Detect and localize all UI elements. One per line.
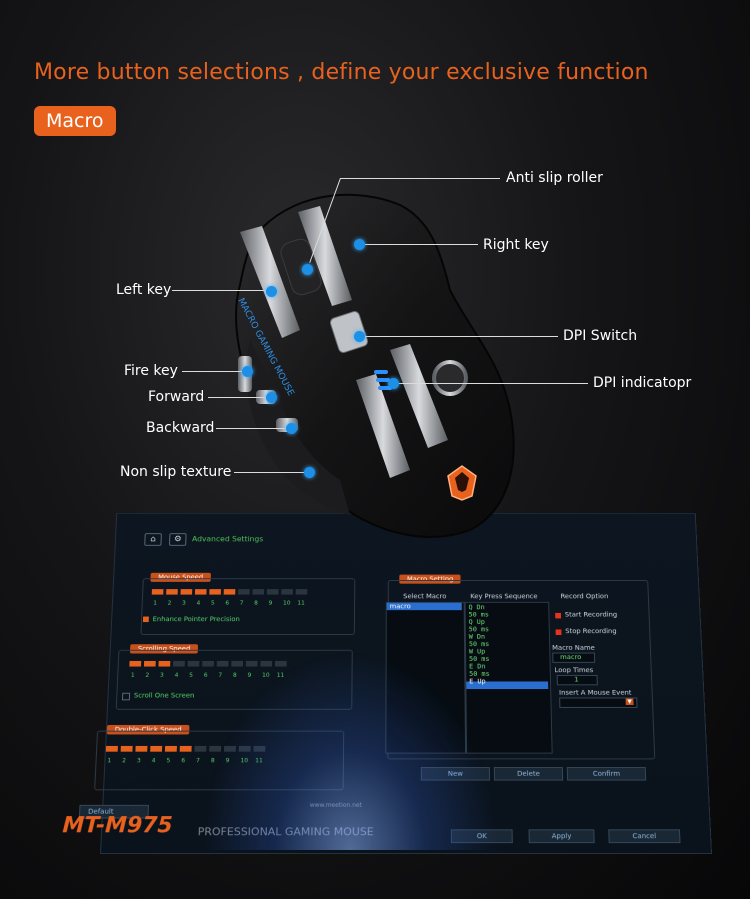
dpi-indicator-label: DPI indicatopr	[593, 375, 692, 391]
left-key-dot	[266, 286, 277, 297]
backward-dot	[286, 423, 297, 434]
non-slip-texture-dot	[304, 467, 315, 478]
dpi-indicator-leader	[398, 383, 588, 384]
dpi-light-1	[374, 370, 388, 374]
dpi-indicator-dot	[388, 378, 399, 389]
rear-roller	[432, 360, 468, 396]
right-key-label: Right key	[483, 237, 549, 253]
fire-key-label: Fire key	[124, 363, 178, 379]
left-rail	[240, 226, 300, 338]
dpi-button	[329, 311, 369, 353]
right-rail	[298, 206, 352, 306]
right-key-dot	[354, 239, 365, 250]
right-key-leader	[364, 244, 478, 245]
left-key-leader	[172, 290, 270, 291]
backward-leader	[216, 428, 290, 429]
dpi-switch-dot	[354, 331, 365, 342]
forward-dot	[266, 392, 277, 403]
anti-slip-roller-dot	[302, 264, 313, 275]
macro-badge: Macro	[34, 106, 116, 136]
rear-rail-left	[356, 374, 410, 478]
fire-key-leader	[182, 371, 246, 372]
backward-label: Backward	[146, 420, 215, 436]
dpi-light-2	[376, 378, 390, 382]
forward-label: Forward	[148, 389, 205, 405]
forward-leader	[208, 397, 270, 398]
dpi-switch-label: DPI Switch	[563, 328, 638, 344]
dpi-switch-leader	[362, 336, 558, 337]
rear-rail-right	[390, 344, 448, 448]
brand-logo-inner	[455, 472, 469, 492]
non-slip-leader	[234, 472, 308, 473]
headline: More button selections , define your exc…	[34, 60, 649, 85]
left-key-label: Left key	[116, 282, 172, 298]
non-slip-texture-label: Non slip texture	[120, 464, 232, 480]
anti-slip-roller-label: Anti slip roller	[506, 170, 603, 186]
fire-key-dot	[242, 366, 253, 377]
scroll-wheel	[280, 238, 322, 296]
mouse-side-grip	[246, 340, 350, 515]
anti-slip-leader-h	[340, 178, 500, 179]
